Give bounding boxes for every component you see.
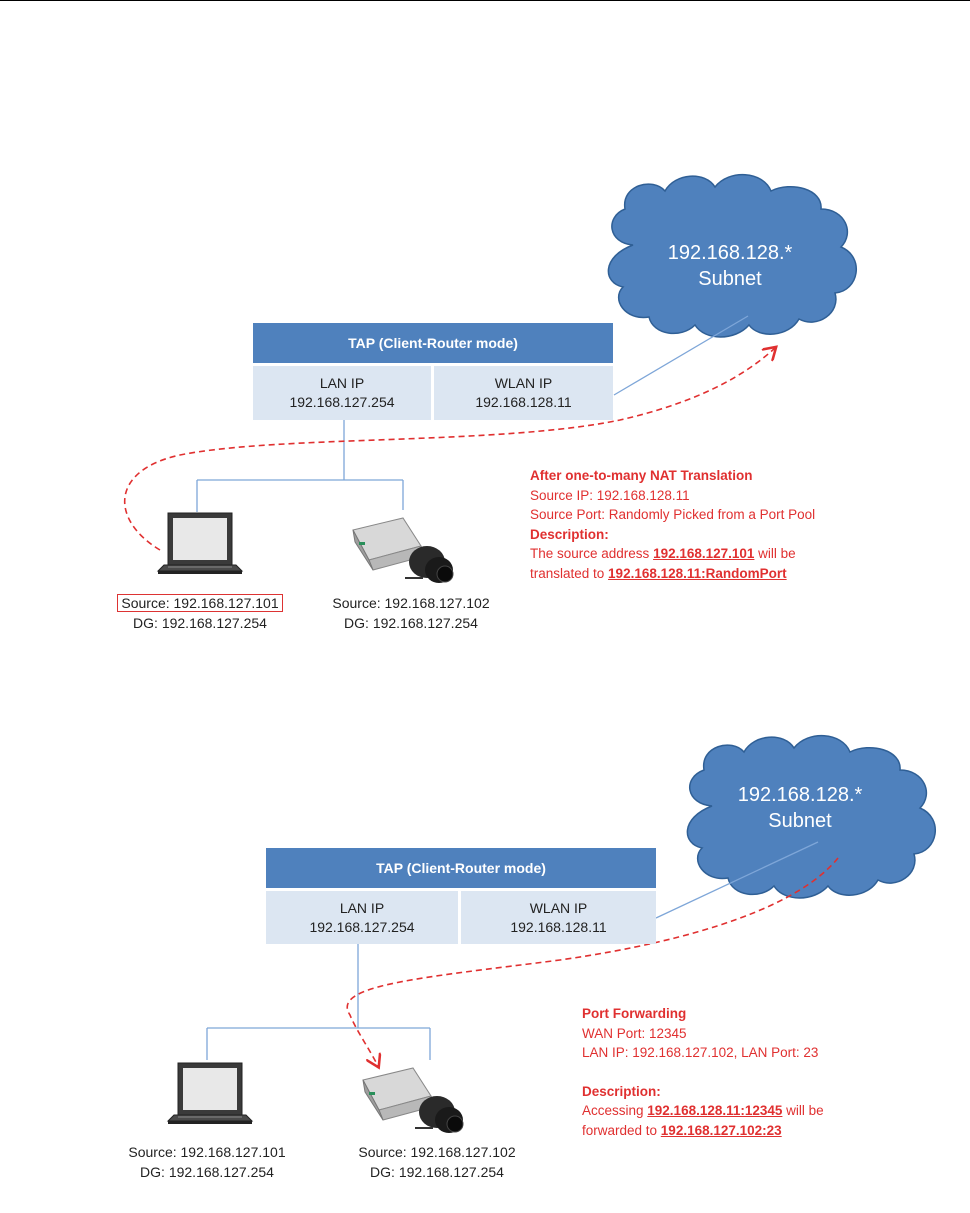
- bottom-tap-lan-cell: LAN IP 192.168.127.254: [266, 891, 458, 944]
- bottom-note-desc-addr: 192.168.128.11:12345: [647, 1103, 783, 1118]
- top-note-source-ip: Source IP: 192.168.128.11: [530, 487, 690, 503]
- top-wlan-label: WLAN IP: [494, 375, 553, 391]
- bottom-note-lan-info: LAN IP: 192.168.127.102, LAN Port: 23: [582, 1045, 819, 1060]
- bottom-note-desc-line2: forwarded to 192.168.127.102:23: [582, 1122, 782, 1138]
- top-nat-path: [124, 348, 775, 551]
- top-note-title: After one-to-many NAT Translation: [530, 468, 753, 483]
- top-note-desc-target: 192.168.128.11:RandomPort: [608, 565, 787, 581]
- top-rule: [0, 0, 970, 1]
- bottom-wlan-label: WLAN IP: [529, 899, 588, 916]
- top-note-desc-line2: translated to 192.168.128.11:RandomPort: [530, 565, 787, 581]
- bottom-camera-icon: [362, 1067, 464, 1134]
- bottom-laptop-icon: [167, 1062, 253, 1125]
- top-note-desc-title: Description:: [530, 526, 609, 542]
- bottom-tap-wlan-cell: WLAN IP 192.168.128.11: [461, 891, 656, 944]
- top-cloud-shape: [607, 173, 857, 338]
- top-laptop-label: Source: 192.168.127.101 DG: 192.168.127.…: [88, 593, 312, 633]
- bottom-note-wan-port: WAN Port: 12345: [582, 1025, 687, 1041]
- bottom-cloud-subnet-word: Subnet: [768, 810, 832, 832]
- top-wlan-link: [613, 315, 749, 396]
- top-laptop-icon: [157, 512, 243, 575]
- top-cloud-subnet-word: Subnet: [698, 268, 762, 290]
- top-camera-source: Source: 192.168.127.102: [332, 595, 490, 611]
- top-laptop-dg: DG: 192.168.127.254: [133, 615, 267, 631]
- top-tap-lan-cell: LAN IP 192.168.127.254: [253, 366, 431, 420]
- top-nat-note: After one-to-many NAT Translation Source…: [530, 466, 815, 583]
- top-note-desc-addr: 192.168.127.101: [653, 546, 755, 561]
- top-camera-dg: DG: 192.168.127.254: [344, 615, 478, 631]
- top-camera-icon: [352, 517, 454, 584]
- bottom-lan-ip: 192.168.127.254: [309, 918, 415, 935]
- bottom-camera-source: Source: 192.168.127.102: [358, 1144, 516, 1160]
- bottom-note-desc-title: Description:: [582, 1083, 661, 1099]
- bottom-note-title: Port Forwarding: [582, 1006, 687, 1021]
- bottom-note-desc-target: 192.168.127.102:23: [660, 1122, 782, 1138]
- bottom-note-desc-line1: Accessing 192.168.128.11:12345 will be: [582, 1103, 824, 1118]
- top-note-desc-line1: The source address 192.168.127.101 will …: [530, 546, 796, 561]
- bottom-cloud-subnet-ip: 192.168.128.*: [737, 784, 863, 806]
- bottom-wlan-link: [655, 841, 819, 919]
- bottom-laptop-label: Source: 192.168.127.101 DG: 192.168.127.…: [94, 1142, 320, 1182]
- top-lan-ip: 192.168.127.254: [289, 394, 395, 410]
- bottom-forward-note: Port Forwarding WAN Port: 12345 LAN IP: …: [582, 1004, 824, 1140]
- bottom-laptop-source: Source: 192.168.127.101: [128, 1144, 286, 1160]
- bottom-wlan-ip: 192.168.128.11: [510, 918, 607, 935]
- bottom-forward-path: [346, 857, 839, 1066]
- top-cloud-label: 192.168.128.* Subnet: [625, 240, 835, 292]
- top-tap-header: TAP (Client-Router mode): [253, 323, 613, 363]
- top-camera-label: Source: 192.168.127.102 DG: 192.168.127.…: [306, 593, 516, 633]
- top-lan-label: LAN IP: [319, 375, 365, 391]
- bottom-cloud-label: 192.168.128.* Subnet: [700, 782, 900, 834]
- bottom-laptop-dg: DG: 192.168.127.254: [140, 1164, 274, 1180]
- bottom-tap-header: TAP (Client-Router mode): [266, 848, 656, 888]
- bottom-lan-label: LAN IP: [339, 899, 385, 916]
- top-note-source-port: Source Port: Randomly Picked from a Port…: [530, 507, 816, 522]
- top-wlan-ip: 192.168.128.11: [475, 394, 572, 410]
- top-cloud-subnet-ip: 192.168.128.*: [667, 242, 793, 264]
- bottom-camera-label: Source: 192.168.127.102 DG: 192.168.127.…: [322, 1142, 552, 1182]
- top-laptop-source: Source: 192.168.127.101: [117, 594, 283, 612]
- top-tap-wlan-cell: WLAN IP 192.168.128.11: [434, 366, 613, 420]
- bottom-camera-dg: DG: 192.168.127.254: [370, 1164, 504, 1180]
